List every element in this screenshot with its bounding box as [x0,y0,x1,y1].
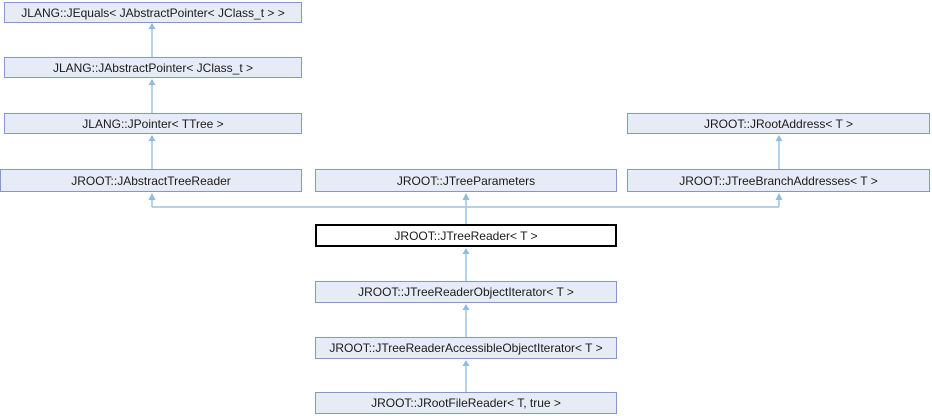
class-node-jtreereader-current: JROOT::JTreeReader< T > [315,224,617,247]
class-node-jrootfilereader[interactable]: JROOT::JRootFileReader< T, true > [315,392,617,414]
class-node-jtreereaderaccessibleobjectiterator[interactable]: JROOT::JTreeReaderAccessibleObjectIterat… [315,337,617,359]
class-node-jtreereaderobjectiterator[interactable]: JROOT::JTreeReaderObjectIterator< T > [315,281,617,303]
class-node-jabstracttreereader[interactable]: JROOT::JAbstractTreeReader [0,169,302,192]
class-node-jequals[interactable]: JLANG::JEquals< JAbstractPointer< JClass… [4,2,302,23]
class-node-jabstractpointer[interactable]: JLANG::JAbstractPointer< JClass_t > [4,57,302,78]
class-node-jtreebranchaddresses[interactable]: JROOT::JTreeBranchAddresses< T > [627,169,930,192]
class-node-jtreeparameters[interactable]: JROOT::JTreeParameters [315,169,617,192]
class-node-jpointer[interactable]: JLANG::JPointer< TTree > [4,113,302,134]
class-node-jrootaddress[interactable]: JROOT::JRootAddress< T > [627,113,930,134]
